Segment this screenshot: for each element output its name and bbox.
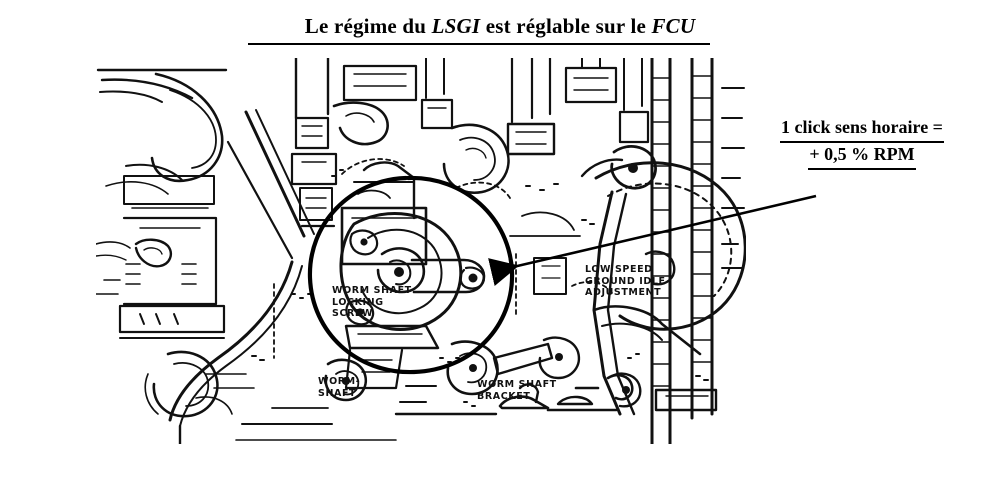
page-title: Le régime du LSGI est réglable sur le FC… — [0, 14, 1000, 38]
note-row-1: 1 click sens horaire = — [762, 116, 962, 143]
engine-body-lines — [96, 58, 746, 444]
fcu-line-drawing — [96, 58, 746, 444]
note-row-2: + 0,5 % RPM — [762, 143, 962, 170]
fcu-engine-figure: WORM SHAFT LOCKING SCREW LOW SPEED GROUN… — [96, 58, 746, 444]
click-ratio-note: 1 click sens horaire = + 0,5 % RPM — [762, 116, 962, 170]
callout-worm-shaft: WORM- SHAFT — [318, 376, 361, 399]
callout-worm-shaft-locking-screw: WORM SHAFT LOCKING SCREW — [332, 285, 412, 320]
page-title-underline — [248, 43, 710, 45]
note-line-2: + 0,5 % RPM — [808, 143, 916, 170]
page-title-text-part-2: est réglable sur le — [480, 14, 652, 38]
page-title-term-fcu: FCU — [651, 14, 696, 38]
note-line-1: 1 click sens horaire = — [780, 116, 944, 143]
callout-low-speed-ground-idle-adjustment: LOW SPEED GROUND IDLE ADJUSTMENT — [585, 264, 666, 299]
page-title-text-part-1: Le régime du — [304, 14, 432, 38]
page-title-term-lsgi: LSGI — [431, 14, 481, 38]
callout-worm-shaft-bracket: WORM SHAFT BRACKET — [477, 379, 557, 402]
